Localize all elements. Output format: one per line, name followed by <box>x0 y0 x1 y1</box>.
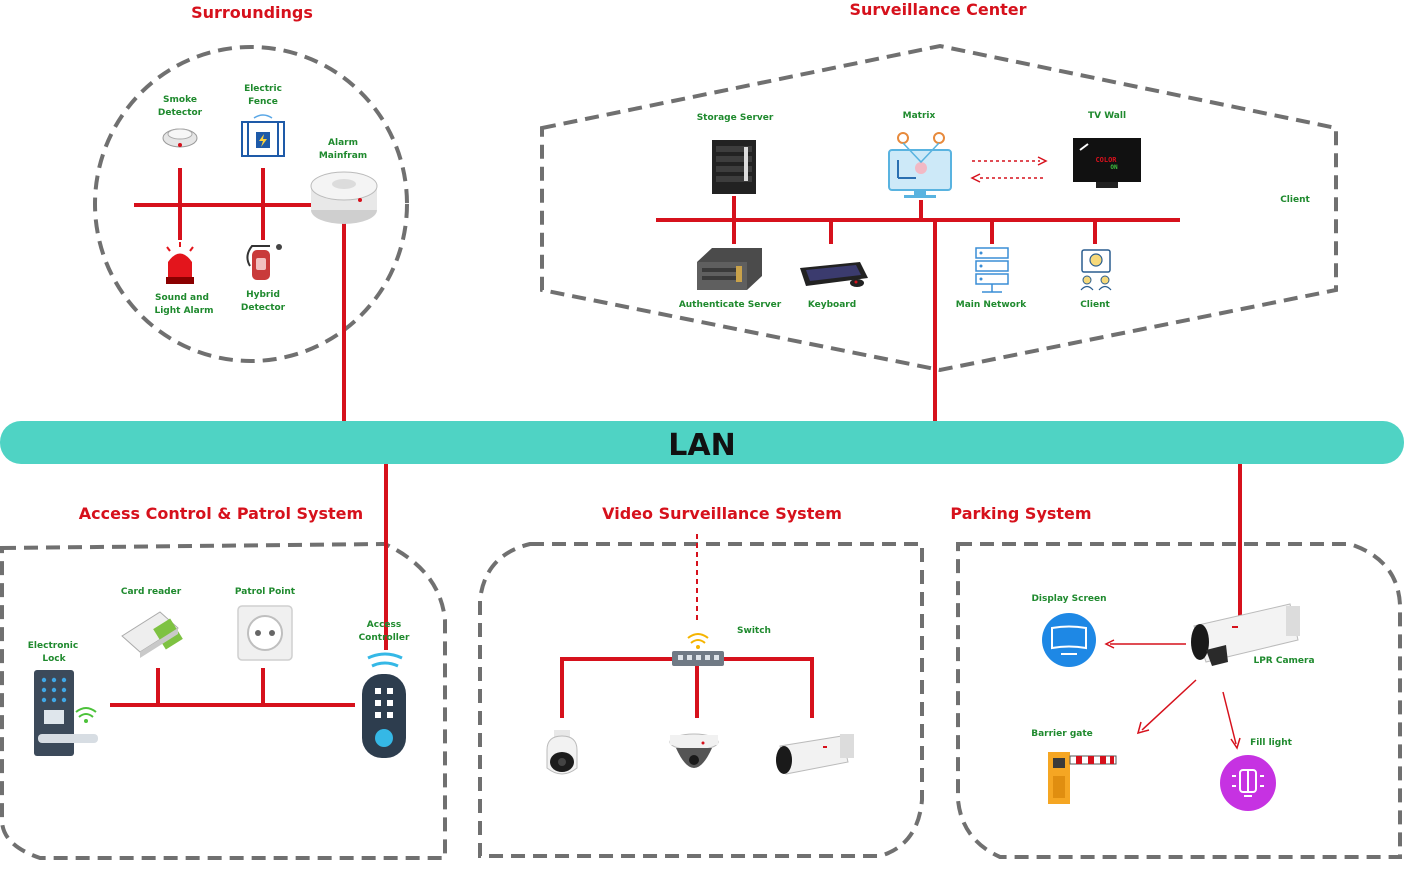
bullet-camera-icon <box>776 734 854 775</box>
smoke-label-1: Smoke <box>163 95 197 105</box>
access-control-border <box>0 541 447 860</box>
tv-wall-label: TV Wall <box>1088 111 1126 121</box>
authenticate-label: Authenticate Server <box>679 300 782 310</box>
barrier-gate-label: Barrier gate <box>1031 729 1093 739</box>
surveillance-center-border <box>540 43 1338 373</box>
smoke-label-2: Detector <box>158 108 203 118</box>
authenticate-server-icon <box>697 248 762 290</box>
lpr-to-barrier-arrow <box>1141 679 1197 731</box>
patrol-point-label: Patrol Point <box>235 587 296 597</box>
main-network-label: Main Network <box>956 300 1028 310</box>
wifi-icon <box>687 633 709 649</box>
access-control-title: Access Control & Patrol System <box>79 504 363 523</box>
keyboard-label: Keyboard <box>808 300 856 310</box>
controller-label-1: Access <box>367 620 401 630</box>
surroundings-title: Surroundings <box>191 3 313 22</box>
display-screen-icon <box>1042 613 1096 667</box>
video-bus <box>560 657 814 718</box>
lan-label: LAN <box>668 428 735 463</box>
patrol-point-icon <box>237 605 293 661</box>
tv-screen-text-1: COLOR <box>1095 156 1117 164</box>
lpr-camera-icon <box>1191 603 1300 666</box>
main-network-icon <box>975 247 1009 293</box>
hybrid-label-2: Detector <box>241 303 286 313</box>
lpr-to-fill-arrow-head <box>1230 737 1241 750</box>
sound-light-label-2: Light Alarm <box>154 306 213 316</box>
video-surveillance-border <box>478 542 924 858</box>
video-surveillance-title: Video Surveillance System <box>602 504 842 523</box>
surveillance-center-title: Surveillance Center <box>849 0 1026 19</box>
keyboard-icon <box>800 262 868 287</box>
parking-system-title: Parking System <box>950 504 1091 523</box>
storage-label: Storage Server <box>697 113 774 123</box>
matrix-label: Matrix <box>903 111 936 121</box>
access-controller-icon <box>362 652 406 758</box>
surroundings-border <box>93 45 409 363</box>
tv-to-matrix-arrow-head <box>970 173 981 183</box>
switch-label: Switch <box>737 626 771 636</box>
ptz-camera-icon <box>546 730 578 775</box>
client-label: Client <box>1080 300 1110 310</box>
barrier-gate-icon <box>1048 752 1117 804</box>
electronic-lock-icon <box>34 670 98 756</box>
siren-icon <box>166 242 194 284</box>
parking-system-border <box>956 542 1402 859</box>
sound-light-label-1: Sound and <box>155 293 209 303</box>
card-reader-label: Card reader <box>121 587 182 597</box>
fence-label-1: Electric <box>244 84 282 94</box>
dome-camera-icon <box>669 733 719 768</box>
matrix-to-tv-arrow-head <box>1037 156 1048 166</box>
lpr-label: LPR Camera <box>1253 656 1314 666</box>
alarm-label-2: Mainfram <box>319 151 367 161</box>
lock-label-2: Lock <box>42 654 66 664</box>
card-reader-icon <box>121 611 183 658</box>
hybrid-detector-icon <box>246 244 282 280</box>
fence-label-2: Fence <box>248 97 278 107</box>
fill-light-label: Fill light <box>1250 738 1293 748</box>
hybrid-label-1: Hybrid <box>246 290 280 300</box>
electric-fence-icon <box>241 114 285 157</box>
alarm-label-1: Alarm <box>328 138 358 148</box>
client-top-label: Client <box>1280 195 1310 205</box>
storage-server-icon <box>712 140 756 194</box>
matrix-icon <box>888 132 952 198</box>
network-switch-icon <box>672 651 724 666</box>
tv-screen-text-2: ON <box>1110 164 1118 171</box>
lan-bus <box>0 421 1404 464</box>
alarm-mainframe-icon <box>310 171 378 224</box>
lock-label-1: Electronic <box>28 641 78 651</box>
smoke-detector-icon <box>162 128 198 148</box>
lpr-to-fill-arrow <box>1222 691 1237 745</box>
fill-light-icon <box>1220 755 1276 811</box>
tv-wall-icon: COLOR ON <box>1073 138 1141 188</box>
controller-label-2: Controller <box>359 633 410 643</box>
lpr-to-barrier-arrow-head <box>1136 721 1150 735</box>
display-screen-label: Display Screen <box>1031 594 1106 604</box>
lpr-to-display-arrow-head <box>1104 639 1115 649</box>
client-icon <box>1080 249 1112 291</box>
